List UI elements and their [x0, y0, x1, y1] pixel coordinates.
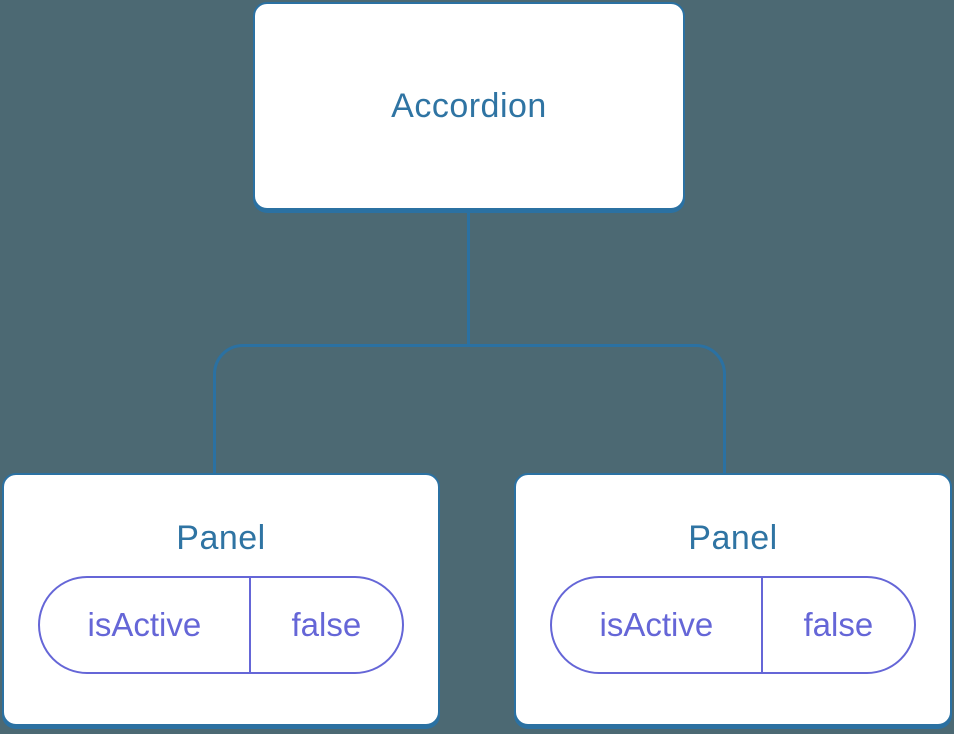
panel-node-right: Panel isActive false	[514, 473, 952, 726]
state-value: false	[803, 606, 874, 643]
connector-stem	[467, 210, 470, 346]
panel-node-label: Panel	[688, 519, 778, 557]
state-value: false	[291, 606, 362, 643]
accordion-node-label: Accordion	[391, 86, 547, 125]
state-pill: isActive false	[550, 576, 916, 674]
connector-bracket	[213, 344, 726, 473]
state-key: isActive	[40, 578, 251, 672]
accordion-node: Accordion	[253, 2, 685, 210]
panel-node-left: Panel isActive false	[2, 473, 440, 726]
panel-node-label: Panel	[176, 519, 266, 557]
state-pill: isActive false	[38, 576, 404, 674]
state-key: isActive	[552, 578, 763, 672]
